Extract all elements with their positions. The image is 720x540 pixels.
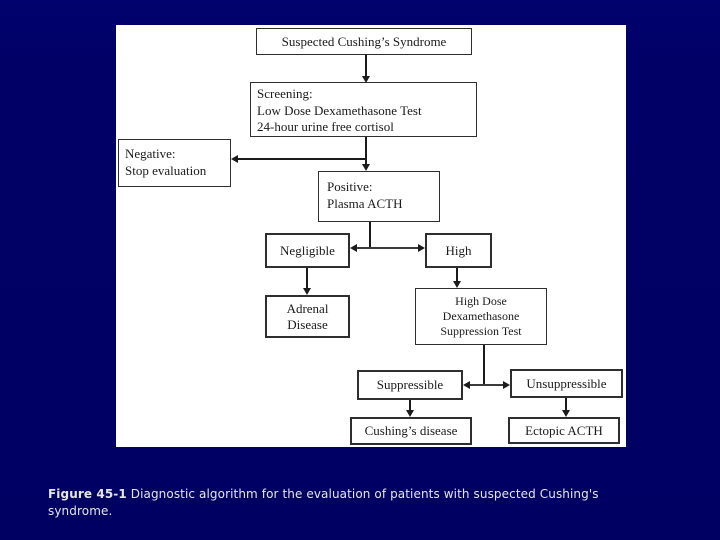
node-text: Unsuppressible — [526, 375, 607, 391]
node-text: Adrenal — [286, 300, 329, 316]
arrow-down-icon — [362, 164, 370, 171]
arrow-left-icon — [231, 155, 238, 163]
flow-node-adrenal-disease: Adrenal Disease — [265, 295, 350, 338]
node-text: Stop evaluation — [125, 163, 207, 178]
flow-node-unsuppressible: Unsuppressible — [510, 369, 623, 398]
node-text: Cushing’s disease — [364, 423, 458, 438]
flow-node-suspected-cushings-syndrome: Suspected Cushing’s Syndrome — [256, 28, 472, 55]
figure-image-panel: Suspected Cushing’s Syndrome Screening: … — [116, 25, 626, 447]
node-text: Suppression Test — [440, 324, 522, 338]
connector-negligible-adrenal — [306, 268, 308, 289]
node-text: Plasma ACTH — [327, 196, 403, 211]
flow-node-screening: Screening: Low Dose Dexamethasone Test 2… — [250, 82, 477, 137]
node-text: 24-hour urine free cortisol — [257, 119, 394, 134]
arrow-down-icon — [453, 281, 461, 288]
connector-screening-positive — [365, 137, 367, 164]
arrow-down-icon — [303, 288, 311, 295]
connector-high-highdose — [456, 268, 458, 282]
figure-caption: Figure 45-1 Diagnostic algorithm for the… — [48, 486, 626, 520]
node-text: Negative: — [125, 146, 176, 161]
connector-suppressible-unsuppressible — [468, 384, 505, 386]
node-text: Suspected Cushing’s Syndrome — [281, 33, 447, 49]
connector-suppressible-cushings — [409, 400, 411, 411]
connector-positive-branch — [369, 222, 371, 248]
connector-negligible-high — [356, 247, 420, 249]
node-text: Dexamethasone — [442, 309, 520, 323]
node-text: Negligible — [280, 242, 335, 258]
flow-node-high: High — [425, 233, 492, 268]
arrow-right-icon — [418, 244, 425, 252]
node-text: High Dose — [455, 294, 507, 308]
arrow-down-icon — [562, 410, 570, 417]
node-text: Low Dose Dexamethasone Test — [257, 102, 422, 118]
flow-node-negative-stop-evaluation: Negative: Stop evaluation — [118, 139, 231, 187]
node-text: Suppressible — [376, 377, 444, 392]
flow-node-high-dose-dexamethasone-suppression-test: High Dose Dexamethasone Suppression Test — [415, 288, 547, 345]
arrow-down-icon — [406, 410, 414, 417]
arrow-left-icon — [350, 244, 357, 252]
flow-node-suppressible: Suppressible — [357, 370, 463, 400]
arrow-left-icon — [463, 381, 470, 389]
connector-unsuppressible-ectopic — [565, 398, 567, 411]
node-text: Positive: — [327, 179, 373, 194]
figure-caption-number: Figure 45-1 — [48, 487, 127, 501]
figure-caption-text: Diagnostic algorithm for the evaluation … — [48, 487, 599, 518]
arrow-down-icon — [362, 76, 370, 83]
node-text: Screening: — [257, 86, 313, 101]
connector-suspected-screening — [365, 55, 367, 76]
arrow-right-icon — [503, 381, 510, 389]
connector-screening-negative — [238, 158, 367, 160]
flow-node-cushings-disease: Cushing’s disease — [350, 417, 472, 445]
flow-node-negligible: Negligible — [265, 233, 350, 268]
flow-node-positive-plasma-acth: Positive: Plasma ACTH — [318, 171, 440, 222]
node-text: Ectopic ACTH — [525, 422, 603, 438]
node-text: High — [445, 242, 472, 258]
connector-highdose-branch — [483, 345, 485, 386]
node-text: Disease — [287, 316, 328, 332]
flow-node-ectopic-acth: Ectopic ACTH — [508, 417, 620, 444]
